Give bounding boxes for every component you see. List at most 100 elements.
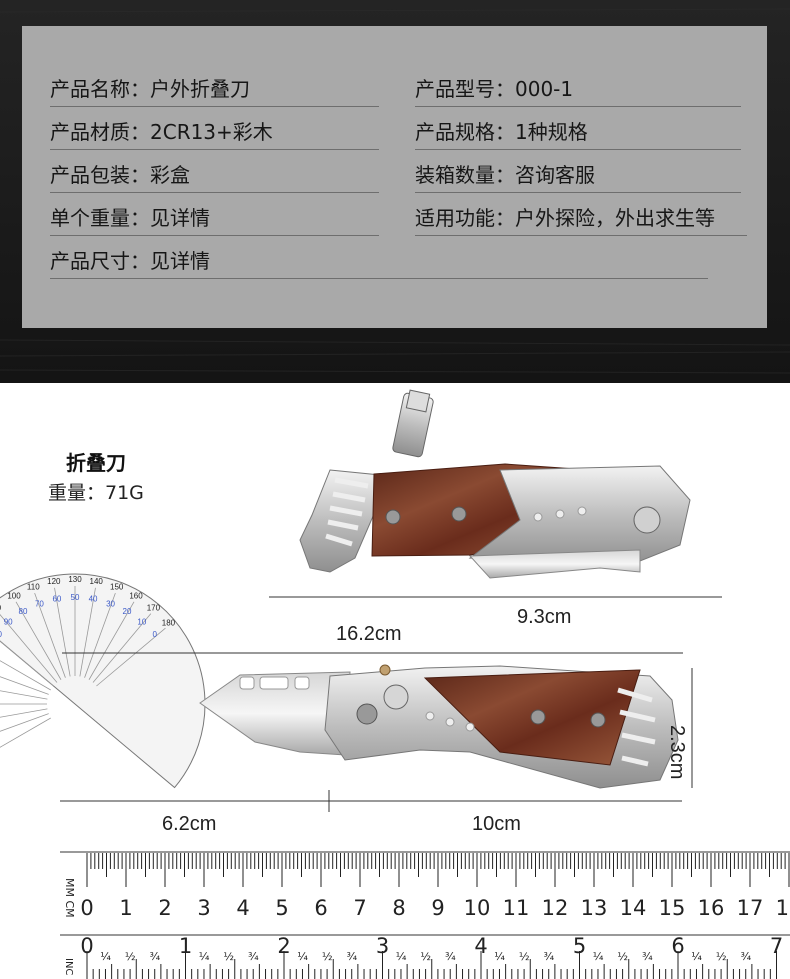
protractor-inner-label: 70 [35, 599, 44, 608]
ruler-number: 6 [671, 934, 684, 958]
spec-value: 2CR13+彩木 [150, 120, 273, 144]
protractor-inner-label: 30 [106, 599, 115, 608]
ruler-number: 7 [770, 934, 783, 958]
protractor-ray [0, 717, 51, 748]
protractor-inner-label: 10 [137, 617, 146, 626]
spec-label: 产品型号： [415, 77, 515, 101]
spec-label: 产品包装： [50, 163, 150, 187]
spec-label: 产品规格： [415, 120, 515, 144]
protractor-outer-label: 170 [147, 604, 161, 613]
ruler-number: 6 [314, 896, 327, 920]
spec-value: 000-1 [515, 77, 574, 101]
ruler-number: 0 [80, 934, 93, 958]
ruler-fraction: ½ [322, 950, 333, 963]
spec-value: 见详情 [150, 206, 210, 230]
folded-knife [299, 389, 691, 579]
protractor-outer-label: 160 [129, 591, 143, 600]
ruler-number: 7 [353, 896, 366, 920]
ruler-fraction: ½ [125, 950, 136, 963]
ruler-fraction: ¾ [642, 950, 653, 963]
ruler-number: 2 [277, 934, 290, 958]
ruler-number: 17 [737, 896, 764, 920]
ruler-number: 15 [659, 896, 686, 920]
protractor-ray [0, 713, 49, 732]
spec-row: 产品名称：户外折叠刀 [50, 76, 379, 107]
protractor-outer-label: 180 [162, 619, 176, 628]
ruler-fraction: ¾ [150, 950, 161, 963]
ruler-fraction: ½ [519, 950, 530, 963]
ruler-number: 4 [474, 934, 487, 958]
spec-label: 装箱数量： [415, 163, 515, 187]
ruler-unit-label: MM CM [63, 878, 76, 918]
ruler-number: 2 [158, 896, 171, 920]
ruler-number: 13 [581, 896, 608, 920]
protractor-ray [0, 708, 48, 718]
ruler-number: 5 [573, 934, 586, 958]
spec-label: 适用功能： [415, 206, 515, 230]
cm-ruler: 0123456789101112131415161718 MM CM [60, 851, 790, 930]
protractor-ray [92, 613, 152, 683]
spec-label: 产品名称： [50, 77, 150, 101]
ruler-fraction: ¼ [100, 950, 111, 963]
ruler-number: 3 [376, 934, 389, 958]
spec-row: 单个重量：见详情 [50, 205, 379, 236]
folded-length-label: 9.3cm [517, 606, 572, 628]
spec-row: 装箱数量：咨询客服 [415, 162, 741, 193]
ruler-fraction: ¼ [297, 950, 308, 963]
ruler-fraction: ½ [617, 950, 628, 963]
dimension-lines [60, 596, 722, 812]
ruler-fraction: ½ [716, 950, 727, 963]
open-length-label: 16.2cm [336, 623, 402, 645]
ruler-fraction: ¼ [494, 950, 505, 963]
ruler-fraction: ¾ [347, 950, 358, 963]
ruler-fraction: ¾ [248, 950, 259, 963]
spec-value: 户外探险，外出求生等 [515, 206, 715, 230]
spec-row: 适用功能：户外探险，外出求生等 [415, 205, 747, 236]
protractor-ray [96, 627, 166, 687]
ruler-number: 9 [431, 896, 444, 920]
ruler-fraction: ½ [223, 950, 234, 963]
protractor-ray [0, 660, 51, 691]
handle-length-label: 10cm [472, 813, 521, 835]
ruler-number: 11 [503, 896, 530, 920]
spec-label: 产品材质： [50, 120, 150, 144]
spec-row: 产品规格：1种规格 [415, 119, 741, 150]
ruler-number: 3 [197, 896, 210, 920]
open-knife [199, 664, 679, 789]
protractor-inner-label: 60 [52, 595, 61, 604]
ruler-number: 4 [236, 896, 249, 920]
spec-value: 1种规格 [515, 120, 588, 144]
ruler-fraction: ¼ [691, 950, 702, 963]
spec-row: 产品材质：2CR13+彩木 [50, 119, 379, 150]
protractor-ray [84, 592, 116, 678]
spec-label: 单个重量： [50, 206, 150, 230]
spec-value: 彩盒 [150, 163, 190, 187]
protractor-ray [0, 613, 58, 683]
protractor-ray [15, 601, 62, 680]
ruler-fraction: ¼ [593, 950, 604, 963]
spec-row: 产品型号：000-1 [415, 76, 741, 107]
ruler-fraction: ¾ [741, 950, 752, 963]
protractor-ray [0, 640, 54, 687]
ruler-number: 14 [620, 896, 647, 920]
protractor-ray [0, 690, 48, 700]
ruler-number: 1 [179, 934, 192, 958]
protractor-inner-label: 0 [152, 630, 157, 639]
protractor-ray [34, 592, 66, 678]
protractor-outer-label: 110 [27, 582, 40, 591]
protractor-ray [0, 676, 49, 695]
ruler-number: 0 [80, 896, 93, 920]
protractor-outer-label: 140 [90, 577, 104, 586]
ruler-number: 5 [275, 896, 288, 920]
ruler-number: 12 [542, 896, 569, 920]
protractor-outer-label: 90 [0, 604, 2, 613]
ruler-fraction: ¾ [445, 950, 456, 963]
spec-row: 产品尺寸：见详情 [50, 248, 708, 279]
spec-panel [22, 26, 767, 328]
protractor-ray [79, 587, 96, 677]
ruler-number: 1 [119, 896, 132, 920]
protractor-inner-label: 40 [89, 595, 98, 604]
width-label: 2.3cm [666, 725, 688, 780]
